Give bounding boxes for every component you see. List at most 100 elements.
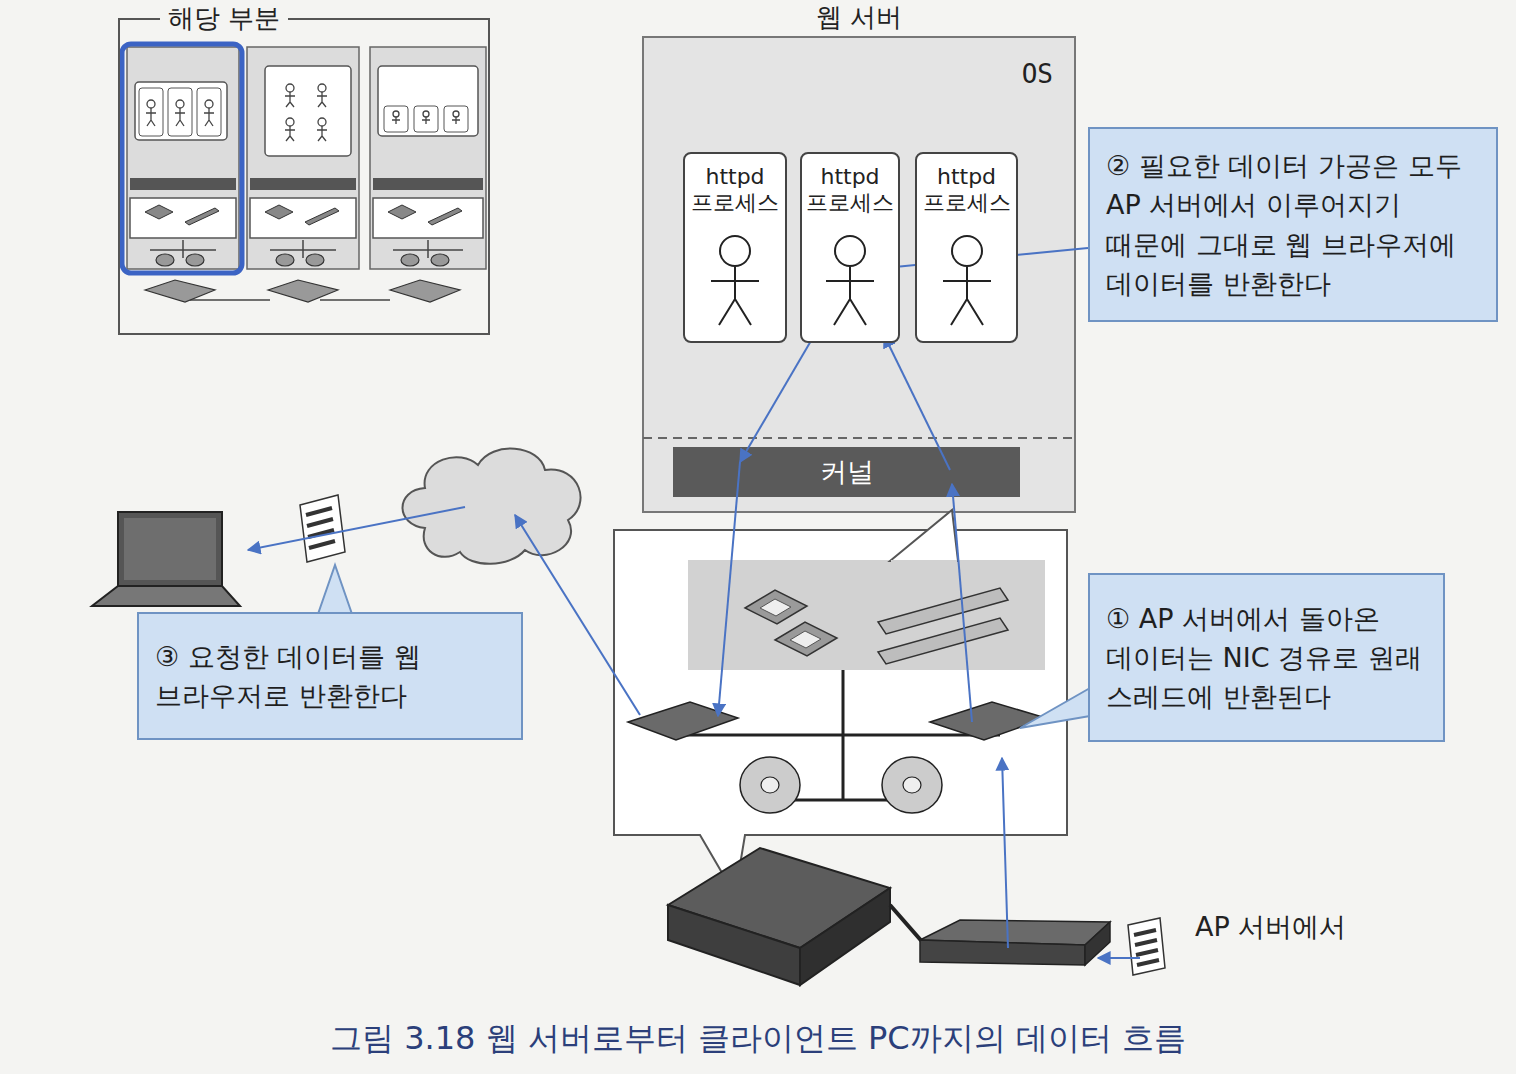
process-box: httpd 프로세스 bbox=[683, 152, 787, 343]
process-label: httpd 프로세스 bbox=[917, 164, 1016, 217]
web-server-box: 웹 서버OShttpd 프로세스httpd 프로세스httpd 프로세스커널 bbox=[643, 37, 1075, 512]
callout-text: ② 필요한 데이터 가공은 모두 AP 서버에서 이루어지기 때문에 그대로 웹… bbox=[1106, 146, 1480, 303]
process-box: httpd 프로세스 bbox=[800, 152, 900, 343]
thumbnail bbox=[286, 118, 294, 126]
thumbnail bbox=[197, 88, 221, 136]
hardware-bubble bbox=[882, 757, 942, 813]
data-flow-arrow bbox=[1098, 957, 1140, 959]
os-area bbox=[643, 37, 1075, 512]
os-label: OS bbox=[1022, 59, 1053, 89]
thumbnail bbox=[176, 100, 184, 108]
thumbnail bbox=[390, 280, 460, 302]
thumbnail bbox=[422, 117, 430, 124]
client-laptop bbox=[92, 586, 240, 606]
thumbnail bbox=[414, 106, 438, 132]
thumbnail bbox=[317, 92, 327, 107]
data-flow-arrow bbox=[952, 484, 972, 722]
thumbnail bbox=[145, 280, 215, 302]
hardware-bubble bbox=[740, 757, 942, 813]
internet-cloud bbox=[403, 449, 581, 564]
thumbnail bbox=[384, 106, 408, 132]
thumbnail bbox=[145, 254, 460, 302]
thumbnail bbox=[139, 88, 468, 136]
hardware-bubble bbox=[740, 757, 800, 813]
thread-figure bbox=[943, 267, 991, 325]
callout-tail bbox=[1020, 688, 1090, 728]
hardware-bubble bbox=[614, 510, 1067, 895]
thumbnail bbox=[318, 118, 326, 126]
thumbnail bbox=[378, 66, 478, 136]
thread-figure bbox=[937, 233, 997, 329]
source-label: AP 서버에서 bbox=[1195, 910, 1346, 944]
kernel-band: 커널 bbox=[673, 447, 1020, 497]
thumbnail bbox=[145, 205, 462, 225]
thread-figure bbox=[952, 236, 982, 266]
highlight-frame: 해당 부분 bbox=[118, 18, 490, 335]
thread-figure bbox=[835, 236, 865, 266]
thumbnail bbox=[305, 208, 339, 225]
thumbnail bbox=[373, 178, 483, 190]
thread-figure bbox=[820, 233, 880, 329]
hardware-bubble bbox=[790, 631, 821, 648]
server-rack bbox=[668, 905, 800, 985]
os-area bbox=[643, 437, 1075, 439]
hardware-bubble bbox=[760, 599, 821, 648]
os-area bbox=[643, 37, 1075, 512]
data-flow-arrow bbox=[718, 462, 740, 716]
process-label: httpd 프로세스 bbox=[802, 164, 898, 217]
hardware-bubble bbox=[878, 618, 1008, 664]
hardware-bubble bbox=[891, 560, 957, 564]
thumbnail bbox=[130, 66, 483, 238]
data-flow-arrow bbox=[1002, 758, 1008, 948]
thumbnail bbox=[190, 299, 390, 301]
server-rack bbox=[890, 905, 925, 945]
kernel-label: 커널 bbox=[820, 456, 874, 488]
thumbnail bbox=[186, 254, 204, 266]
thumbnail bbox=[122, 44, 242, 273]
thumbnail bbox=[444, 106, 468, 132]
thumbnail bbox=[147, 100, 155, 108]
data-flow-arrow bbox=[740, 322, 822, 462]
hardware-bubble bbox=[890, 510, 958, 561]
hardware-bubble bbox=[775, 622, 837, 656]
callout-box: ① AP 서버에서 돌아온 데이터는 NIC 경유로 원래 스레드에 반환된다 bbox=[1088, 573, 1445, 742]
server-rack bbox=[800, 888, 890, 985]
hardware-bubble bbox=[760, 599, 791, 616]
thumbnail bbox=[204, 108, 214, 126]
thumbnail bbox=[265, 205, 293, 219]
document-icon bbox=[306, 508, 335, 548]
hardware-bubble bbox=[688, 560, 1045, 670]
thumbnail bbox=[122, 44, 486, 302]
thumbnail bbox=[286, 84, 294, 92]
thumbnail bbox=[265, 66, 351, 156]
internet-cloud bbox=[403, 449, 581, 564]
callout-tail bbox=[318, 565, 352, 614]
thumbnail bbox=[392, 117, 400, 124]
thumbnail bbox=[401, 254, 419, 266]
thumbnail bbox=[247, 47, 359, 269]
thumbnail bbox=[135, 82, 227, 140]
callout-box: ③ 요청한 데이터를 웹 브라우저로 반환한다 bbox=[137, 612, 523, 740]
thumbnail bbox=[127, 47, 486, 269]
thumbnail bbox=[393, 111, 399, 117]
thumbnail bbox=[139, 88, 163, 136]
thumbnail bbox=[250, 198, 356, 238]
callout-box: ② 필요한 데이터 가공은 모두 AP 서버에서 이루어지기 때문에 그대로 웹… bbox=[1088, 127, 1498, 322]
thumbnail bbox=[156, 254, 174, 266]
callout-text: ① AP 서버에서 돌아온 데이터는 NIC 경유로 원래 스레드에 반환된다 bbox=[1106, 599, 1427, 716]
hardware-bubble bbox=[930, 702, 1046, 740]
process-box: httpd 프로세스 bbox=[915, 152, 1018, 343]
thumbnail bbox=[318, 84, 326, 92]
thumbnail bbox=[168, 88, 192, 136]
client-laptop bbox=[118, 512, 222, 586]
hardware-bubble bbox=[745, 590, 807, 624]
data-flow-arrow bbox=[248, 507, 465, 550]
thumbnail bbox=[146, 108, 156, 126]
thumbnail bbox=[130, 198, 236, 238]
hardware-bubble bbox=[628, 702, 738, 740]
hardware-bubble bbox=[878, 588, 1008, 664]
network-switch bbox=[920, 920, 1110, 965]
hardware-bubble bbox=[761, 777, 779, 793]
document-icon bbox=[1128, 918, 1165, 975]
thumbnail bbox=[185, 208, 219, 225]
